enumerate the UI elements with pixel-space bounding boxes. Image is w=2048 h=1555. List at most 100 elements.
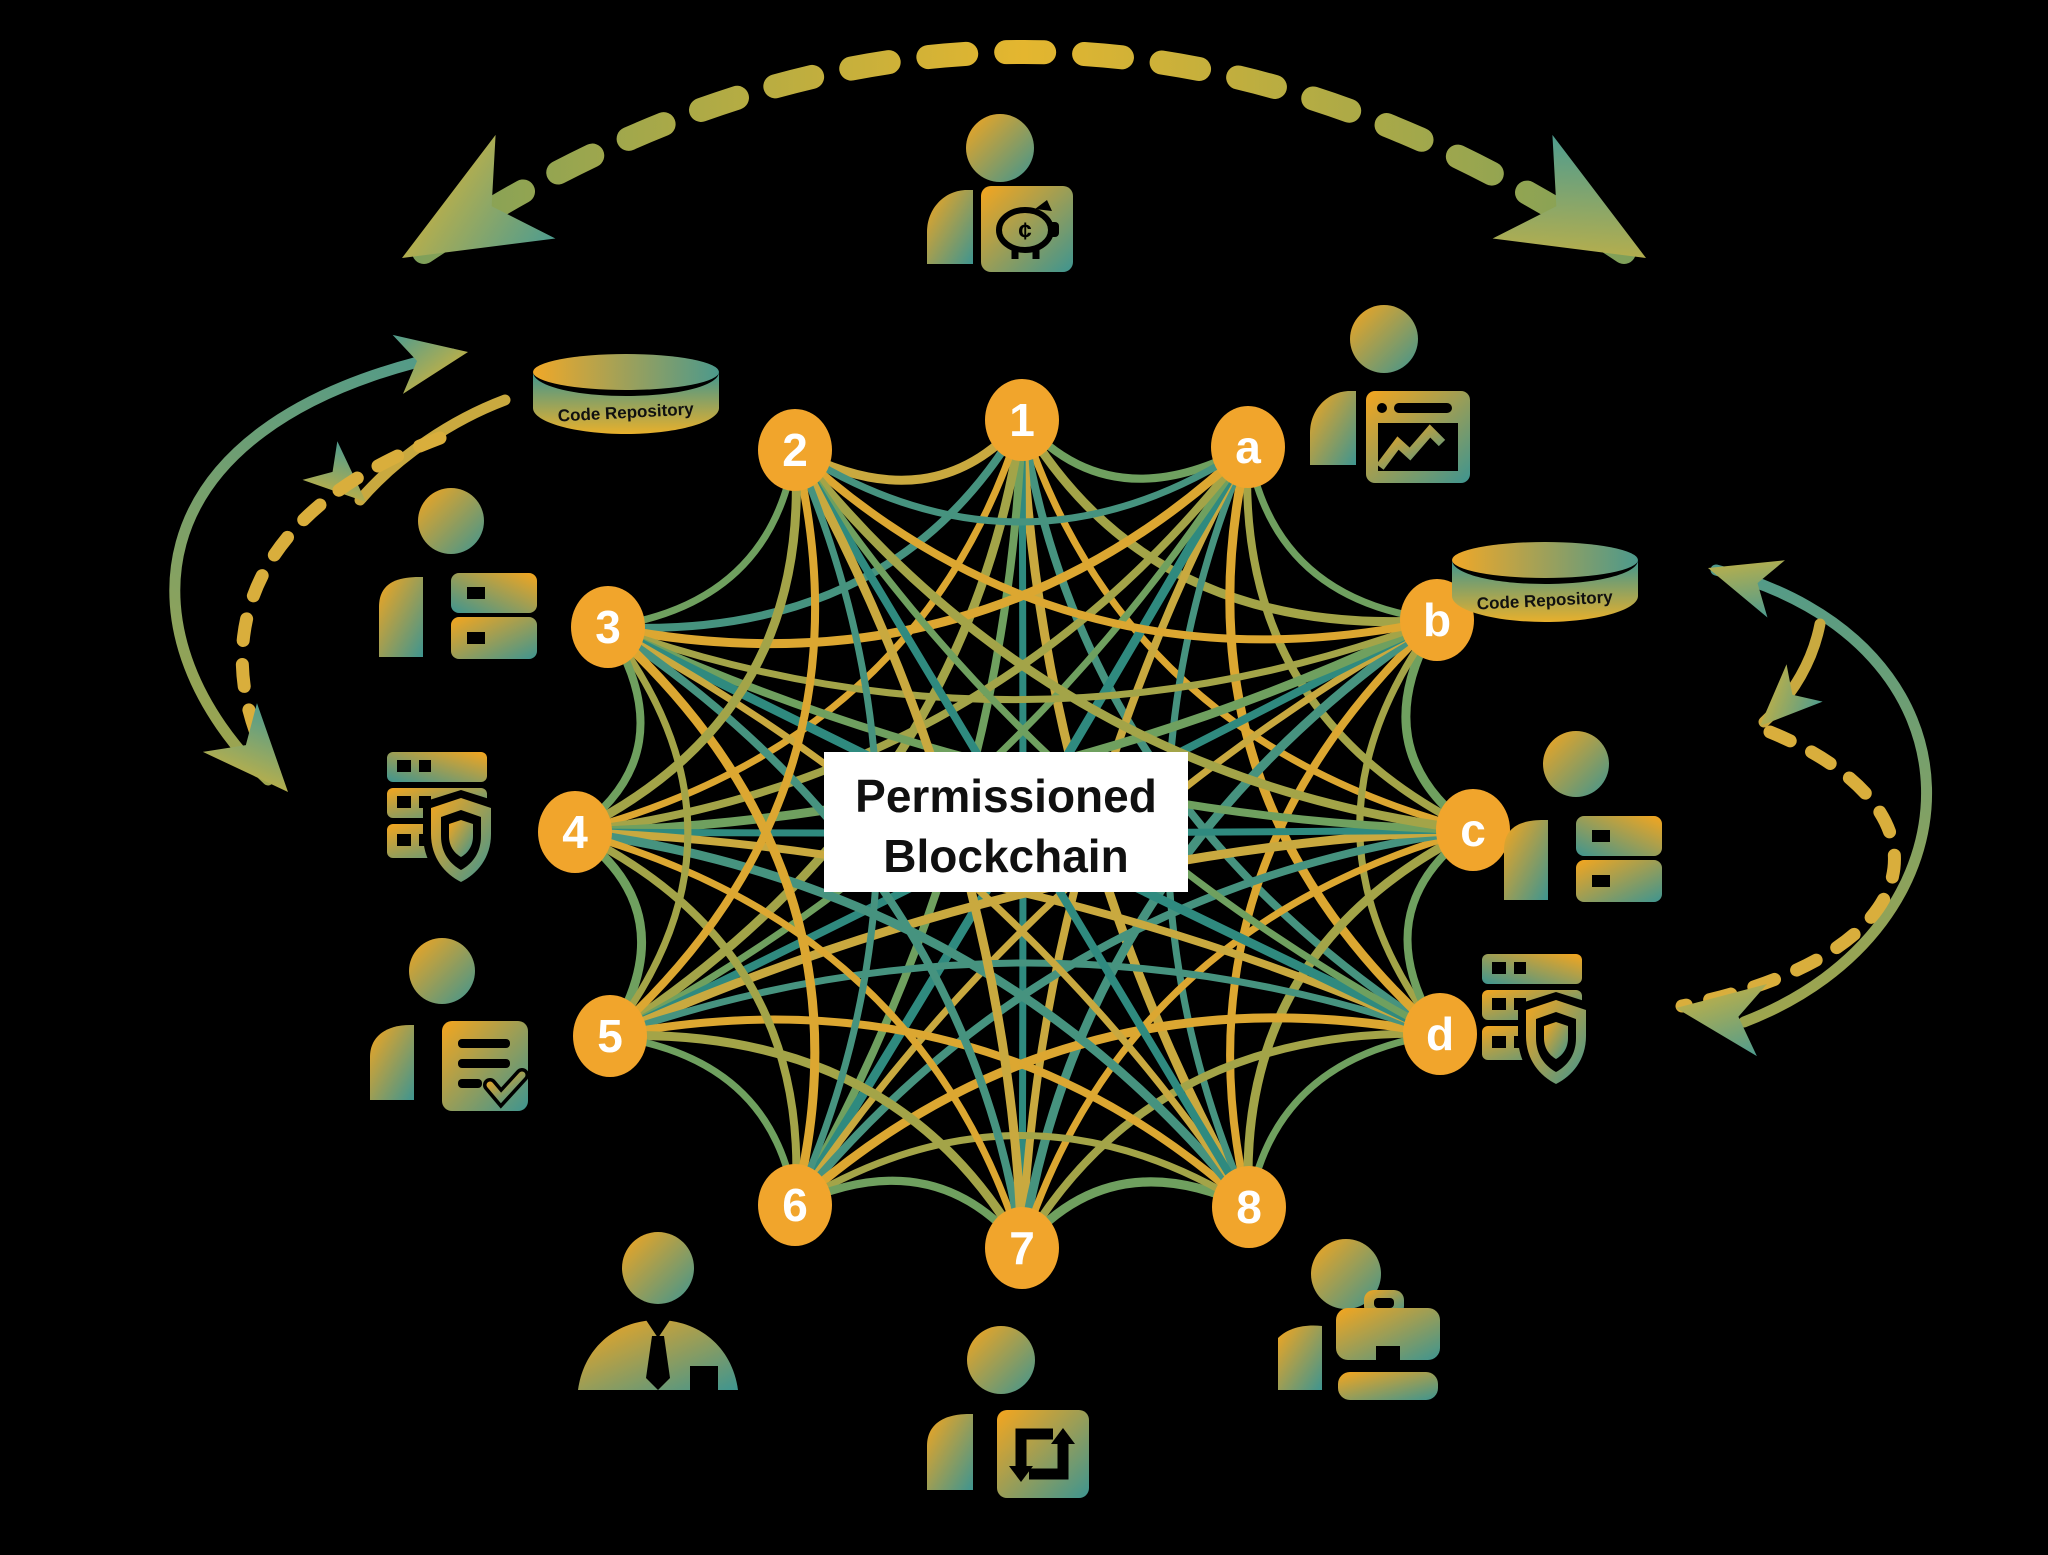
browser-bar [1394, 403, 1452, 413]
checklist-line [458, 1079, 482, 1088]
piggy-coin-symbol: ¢ [1018, 218, 1031, 245]
piggy-snout [1048, 222, 1059, 237]
node-label: a [1235, 421, 1261, 473]
node-3: 3 [571, 586, 645, 668]
person-head [966, 114, 1034, 182]
chart-zigzag [1376, 424, 1446, 470]
server-shield-icon-right [1482, 954, 1594, 1094]
person-body [927, 190, 973, 264]
node-1: 1 [985, 379, 1059, 461]
node-label: 4 [562, 806, 588, 858]
node-label: 2 [782, 424, 808, 476]
rack-row [1482, 954, 1582, 984]
mesh-link-c-7 [1018, 826, 1477, 1252]
mesh-link-d-7 [1018, 1029, 1444, 1252]
code-repository-right: Code Repository [1452, 542, 1638, 622]
mesh-link-4-2 [570, 445, 801, 837]
mesh-link-8-6 [791, 1132, 1253, 1211]
mesh-link-a-2 [791, 443, 1252, 526]
node-label: b [1423, 594, 1451, 646]
node-label: 5 [597, 1010, 623, 1062]
node-label: 6 [782, 1179, 808, 1231]
briefcase-icon [1336, 1290, 1440, 1400]
left-code-flow-arrows [169, 334, 511, 793]
repository-top [1452, 542, 1638, 578]
person-body [379, 577, 423, 657]
person-exchange-icon [927, 1326, 1089, 1498]
node-disc [985, 1207, 1059, 1289]
center-label: Permissioned Blockchain [824, 752, 1188, 892]
node-disc [538, 791, 612, 873]
person-head [1543, 731, 1609, 797]
drawer-slot [467, 587, 485, 599]
node-label: c [1460, 804, 1486, 856]
person-server-icon-left [379, 488, 537, 659]
mesh-link-b-8 [1226, 616, 1441, 1211]
shield-icon [1518, 992, 1594, 1094]
node-7: 7 [985, 1207, 1059, 1289]
person-head [418, 488, 484, 554]
shield-icon [423, 790, 499, 892]
node-6: 6 [758, 1164, 832, 1246]
person-server-icon-right [1504, 731, 1662, 902]
mesh-link-7-3 [604, 623, 1026, 1252]
branch-arc [354, 394, 511, 506]
person-head [1350, 305, 1418, 373]
shield-core [449, 820, 473, 857]
mesh-link-6-3 [603, 622, 820, 1210]
center-label-line1: Permissioned [855, 770, 1157, 822]
pull-arrowhead-icon [1676, 984, 1768, 1057]
person-head [1311, 1239, 1381, 1309]
handle-hole [1374, 1298, 1394, 1308]
person-tie-icon [578, 1232, 738, 1390]
repository-cylinder [1452, 560, 1638, 622]
node-a: a [1211, 406, 1285, 488]
node-disc [573, 995, 647, 1077]
server-drawer [1576, 860, 1662, 902]
arrow-up-shaft [1029, 1442, 1069, 1480]
drawer-slot [1592, 830, 1610, 842]
node-disc [758, 409, 832, 491]
node-5: 5 [573, 995, 647, 1077]
node-disc [758, 1164, 832, 1246]
mesh-link-d-5 [606, 959, 1444, 1040]
rack-slot [1514, 962, 1526, 974]
rack-slot [397, 834, 411, 846]
server-drawer [451, 617, 537, 659]
arrow-up-head [1051, 1428, 1075, 1444]
node-4: 4 [538, 791, 612, 873]
exchange-panel [997, 1410, 1089, 1498]
mesh-link-6-4 [571, 828, 801, 1209]
node-label: 7 [1009, 1222, 1035, 1274]
drawer-slot [1592, 875, 1610, 887]
mesh-link-5-3 [604, 623, 692, 1040]
node-label: d [1426, 1008, 1454, 1060]
mesh-link-b-2 [791, 446, 1441, 644]
node-disc [1211, 406, 1285, 488]
pull-arrowhead-icon [202, 703, 288, 792]
node-d: d [1403, 993, 1477, 1075]
arrowhead-left-icon [402, 134, 556, 258]
right-code-flow-arrows [1675, 560, 1933, 1057]
repository-cylinder [533, 372, 719, 434]
briefcase-tray [1338, 1372, 1438, 1400]
node-disc [571, 586, 645, 668]
person-head [409, 938, 475, 1004]
push-arrowhead-icon [392, 334, 468, 394]
browser-dot [1377, 403, 1387, 413]
arrowhead-right-icon [1492, 134, 1646, 258]
person-body [1504, 820, 1548, 900]
rack-slot [1492, 1036, 1506, 1048]
node-disc [1212, 1166, 1286, 1248]
mesh-link-d-8 [1245, 1030, 1444, 1211]
mesh-link-7-5 [605, 1031, 1027, 1253]
briefcase-top [1336, 1308, 1440, 1360]
node-c: c [1436, 789, 1510, 871]
person-body [1278, 1325, 1322, 1390]
person-piggy-bank-icon: ¢ [927, 114, 1073, 272]
server-drawer [1576, 816, 1662, 856]
mesh-link-c-2 [790, 445, 1478, 835]
checklist-line [458, 1059, 510, 1068]
